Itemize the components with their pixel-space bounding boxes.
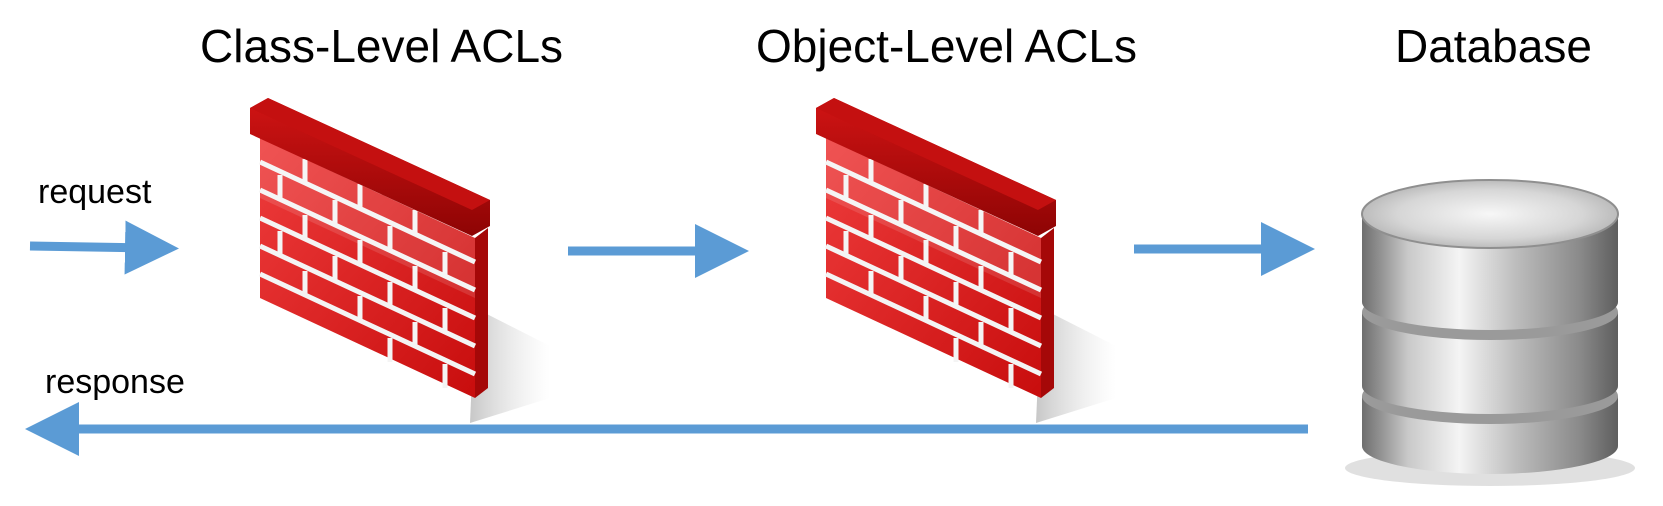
database-cylinder-icon [1345,179,1635,486]
brick-firewall-icon [816,98,1116,423]
response-label: response [45,363,185,401]
database-heading: Database [1395,20,1592,72]
brick-firewall-icon [250,98,550,423]
class-level-acls-heading: Class-Level ACLs [200,20,564,72]
request-label: request [38,173,152,211]
request-arrow [29,220,179,275]
object-level-acls-heading: Object-Level ACLs [756,20,1137,72]
